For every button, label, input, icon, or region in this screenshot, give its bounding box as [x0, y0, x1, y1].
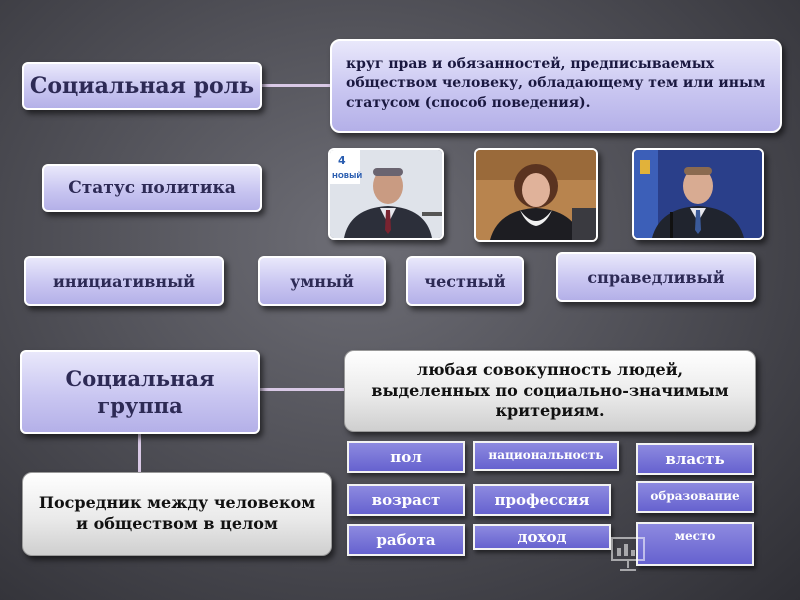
social-role-definition-text: круг прав и обязанностей, предписываемых… — [346, 55, 766, 111]
criterion-power-text: власть — [665, 449, 725, 468]
criterion-work: работа — [347, 524, 465, 556]
trait-honest: честный — [406, 256, 524, 306]
criterion-nationality: национальность — [473, 441, 619, 471]
presentation-watermark-icon-image — [611, 537, 645, 571]
criterion-residence-text: место — [674, 529, 716, 543]
trait-initiative-text: инициативный — [52, 271, 195, 291]
trait-fair-text: справедливый — [587, 267, 725, 287]
criterion-age: возраст — [347, 484, 465, 516]
politician-photo-2 — [474, 148, 598, 242]
politician-photo-1-image: 4 НОВЫЙ — [330, 150, 442, 238]
criterion-education-text: образование — [650, 489, 740, 504]
politician-status-text: Статус политика — [68, 178, 236, 198]
trait-initiative: инициативный — [24, 256, 224, 306]
criterion-power: власть — [636, 443, 754, 475]
social-role-title-text: Социальная роль — [29, 73, 255, 99]
connector-role-definition — [262, 84, 332, 87]
criterion-work-text: работа — [376, 530, 436, 549]
connector-group-definition — [258, 388, 346, 391]
trait-honest-text: честный — [424, 271, 506, 291]
photo-channel-number: 4 — [338, 154, 346, 167]
social-group-title-text: Социальная группа — [65, 365, 215, 418]
criterion-profession-text: профессия — [494, 490, 590, 509]
mediator-text: Посредник между человеком и обществом в … — [38, 493, 316, 533]
criterion-income-text: доход — [517, 527, 567, 546]
criterion-nationality-text: национальность — [488, 448, 604, 463]
social-group-title: Социальная группа — [20, 350, 260, 434]
criterion-residence: место — [636, 522, 754, 566]
trait-smart-text: умный — [290, 271, 354, 291]
criterion-age-text: возраст — [371, 490, 441, 509]
criterion-education: образование — [636, 481, 754, 513]
trait-smart: умный — [258, 256, 386, 306]
connector-group-mediator — [138, 432, 141, 472]
presentation-watermark-icon — [608, 532, 648, 572]
politician-status-label: Статус политика — [42, 164, 262, 212]
photo-channel-word: НОВЫЙ — [332, 171, 362, 180]
politician-photo-1: 4 НОВЫЙ — [328, 148, 444, 240]
criterion-sex-text: пол — [390, 447, 422, 466]
politician-photo-3 — [632, 148, 764, 240]
trait-fair: справедливый — [556, 252, 756, 302]
criterion-income: доход — [473, 524, 611, 550]
social-role-title: Социальная роль — [22, 62, 262, 110]
social-group-definition-text: любая совокупность людей, выделенных по … — [371, 359, 729, 421]
social-group-definition: любая совокупность людей, выделенных по … — [344, 350, 756, 432]
criterion-profession: профессия — [473, 484, 611, 516]
mediator-box: Посредник между человеком и обществом в … — [22, 472, 332, 556]
politician-photo-3-image — [634, 150, 762, 238]
criterion-sex: пол — [347, 441, 465, 473]
social-role-definition: круг прав и обязанностей, предписываемых… — [330, 39, 782, 133]
politician-photo-2-image — [476, 150, 596, 240]
